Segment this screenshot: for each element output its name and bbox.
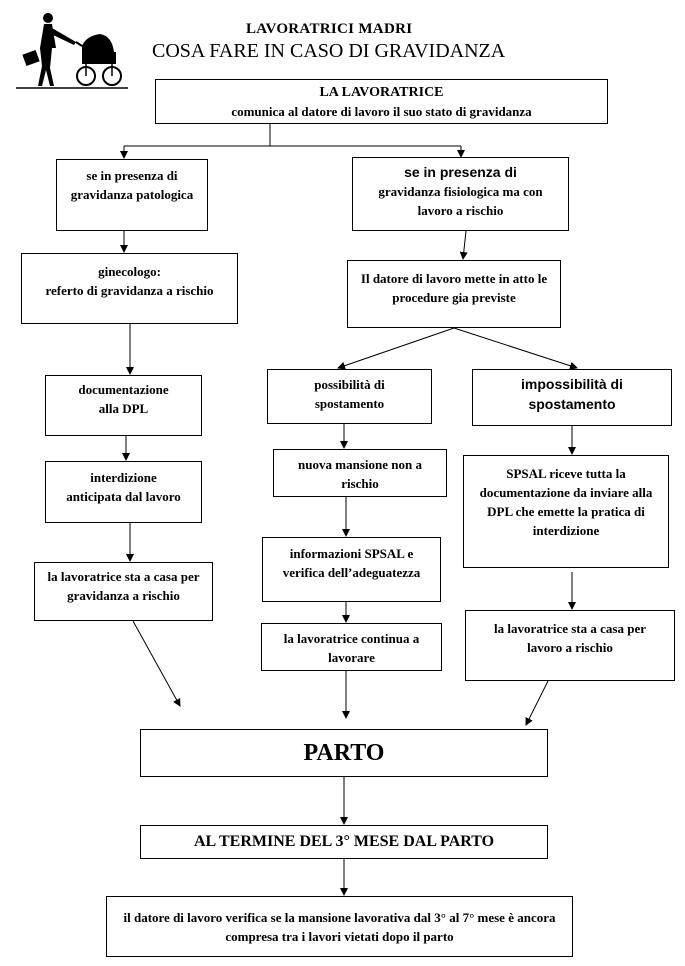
documentation-box: documentazione alla DPL bbox=[45, 375, 202, 436]
early-interdiction-box: interdizione anticipata dal lavoro bbox=[45, 461, 202, 523]
spsal-receives-text: SPSAL riceve tutta la documentazione da … bbox=[479, 466, 653, 538]
ginecologo-box: ginecologo: referto di gravidanza a risc… bbox=[21, 253, 238, 324]
right-condition-line2: gravidanza fisiologica ma con lavoro a r… bbox=[378, 184, 543, 218]
early-interdiction-text: interdizione anticipata dal lavoro bbox=[66, 470, 181, 504]
employer-procedures-box: Il datore di lavoro mette in atto le pro… bbox=[347, 260, 561, 328]
impossible-move-text: impossibilità di spostamento bbox=[521, 376, 623, 412]
title-line2: COSA FARE IN CASO DI GRAVIDANZA bbox=[152, 40, 506, 62]
birth-text: PARTO bbox=[303, 739, 385, 766]
documentation-text: documentazione alla DPL bbox=[78, 382, 169, 416]
three-months-text: AL TERMINE DEL 3° MESE DAL PARTO bbox=[193, 833, 495, 850]
right-condition-line1: se in presenza di bbox=[404, 164, 517, 180]
stay-home-pregnancy-text: la lavoratrice sta a casa per gravidanza… bbox=[47, 569, 200, 603]
three-months-box: AL TERMINE DEL 3° MESE DAL PARTO bbox=[140, 825, 548, 859]
mother-with-pram-icon bbox=[16, 13, 128, 89]
stay-home-pregnancy-box: la lavoratrice sta a casa per gravidanza… bbox=[34, 562, 213, 621]
keeps-working-text: la lavoratrice continua a lavorare bbox=[283, 631, 420, 665]
employer-procedures-text: Il datore di lavoro mette in atto le pro… bbox=[360, 271, 548, 305]
left-condition-text: se in presenza di gravidanza patologica bbox=[70, 168, 194, 202]
stay-home-work-box: la lavoratrice sta a casa per lavoro a r… bbox=[465, 610, 675, 681]
impossible-move-box: impossibilità di spostamento bbox=[472, 369, 672, 426]
birth-box: PARTO bbox=[140, 729, 548, 777]
possible-move-text: possibilità di spostamento bbox=[314, 377, 385, 411]
ginecologo-line1: ginecologo: bbox=[98, 264, 161, 279]
spsal-info-text: informazioni SPSAL e verifica dell’adegu… bbox=[282, 546, 421, 580]
stay-home-work-text: la lavoratrice sta a casa per lavoro a r… bbox=[494, 621, 646, 655]
final-check-text: il datore di lavoro verifica se la mansi… bbox=[123, 909, 556, 944]
left-condition-box: se in presenza di gravidanza patologica bbox=[56, 159, 208, 231]
spsal-info-box: informazioni SPSAL e verifica dell’adegu… bbox=[262, 537, 441, 602]
start-box: LA LAVORATRICE comunica al datore di lav… bbox=[155, 79, 608, 124]
right-condition-box: se in presenza di gravidanza fisiologica… bbox=[352, 157, 569, 231]
spsal-receives-box: SPSAL riceve tutta la documentazione da … bbox=[463, 455, 669, 568]
start-box-text: comunica al datore di lavoro il suo stat… bbox=[231, 104, 532, 119]
new-task-box: nuova mansione non a rischio bbox=[273, 449, 447, 497]
possible-move-box: possibilità di spostamento bbox=[267, 369, 432, 424]
keeps-working-box: la lavoratrice continua a lavorare bbox=[261, 623, 442, 671]
ginecologo-line2: referto di gravidanza a rischio bbox=[45, 283, 214, 298]
final-check-box: il datore di lavoro verifica se la mansi… bbox=[106, 896, 573, 957]
start-box-title: LA LAVORATRICE bbox=[319, 85, 444, 100]
title-line1: LAVORATRICI MADRI bbox=[246, 21, 413, 37]
new-task-text: nuova mansione non a rischio bbox=[298, 457, 422, 491]
